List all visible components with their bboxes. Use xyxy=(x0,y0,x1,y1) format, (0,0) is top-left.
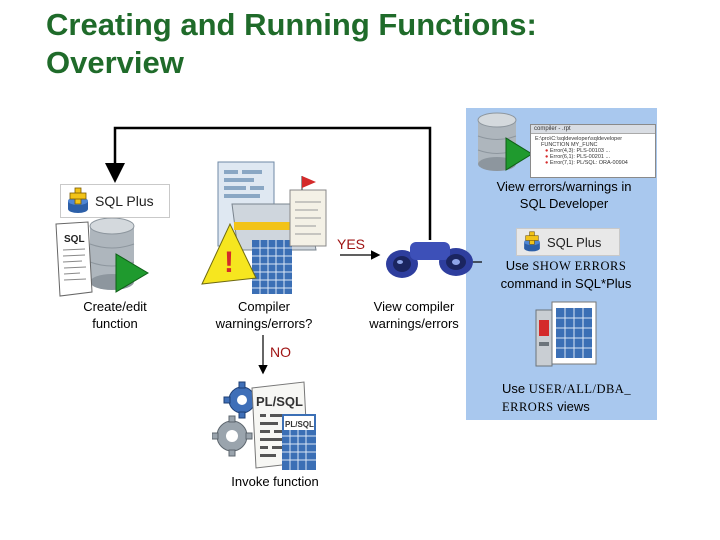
screenshot-title: compiler - .rpt xyxy=(531,125,655,134)
binoculars-icon xyxy=(386,242,473,278)
screenshot-row: FUNCTION MY_FUNC xyxy=(541,142,598,148)
screenshot-row: E:\pro\C:\sqldeveloper\sqldeveloper xyxy=(535,136,623,142)
compile-step-label: Compiler warnings/errors? xyxy=(215,299,313,331)
data-dictionary-views-icon xyxy=(535,301,597,367)
invoke-step-label: Invoke function xyxy=(231,474,319,489)
title-line-1: Creating and Running Functions: xyxy=(46,7,537,42)
sqlplus-badge-panel: SQL Plus xyxy=(516,228,620,256)
show-errors-caption: Use SHOW ERRORS command in SQL*Plus xyxy=(500,258,632,291)
views-caption: Use USER/ALL/DBA_ ERRORS views xyxy=(502,381,632,414)
error-icon: ● xyxy=(545,160,550,166)
play-icon xyxy=(115,253,149,293)
plsql-main-label: PL/SQL xyxy=(256,394,303,409)
no-decision-label: NO xyxy=(270,344,291,360)
sql-script-database-icon: SQL xyxy=(55,218,149,297)
sqlplus-label-left: SQL Plus xyxy=(95,193,154,209)
yes-decision-label: YES xyxy=(337,236,366,252)
page-title: Creating and Running Functions: Overview xyxy=(46,6,686,82)
compiler-warning-icon: ! xyxy=(201,161,327,294)
sql-doc-label: SQL xyxy=(64,234,85,245)
sqlplus-logo-icon xyxy=(68,187,88,213)
screenshot-row: ● Error(7,1): PL/SQL: ORA-00904 xyxy=(545,160,628,166)
title-line-2: Overview xyxy=(46,45,184,80)
error-icon: ● xyxy=(545,148,550,154)
plsql-small-label: PL/SQL xyxy=(285,420,314,429)
views-code-line-1: USER/ALL/DBA_ xyxy=(528,382,632,396)
sqldev-caption: View errors/warnings in SQL Developer xyxy=(496,179,632,211)
loop-back-arrow xyxy=(105,126,432,240)
view-step-label: View compiler warnings/errors xyxy=(369,299,459,331)
sqlplus-label-panel: SQL Plus xyxy=(547,234,602,250)
screenshot-row: ● Error(6,1): PLS-00201 ... xyxy=(545,154,611,160)
error-icon: ● xyxy=(545,154,550,160)
show-errors-code: SHOW ERRORS xyxy=(532,259,627,273)
sqlplus-badge-left: SQL Plus xyxy=(60,184,170,218)
sqldev-screenshot: compiler - .rpt E:\pro\C:\sqldeveloper\s… xyxy=(530,124,656,178)
plsql-gears-icon: PL/SQL PL/SQL xyxy=(212,381,316,470)
sqlplus-logo-icon xyxy=(524,231,540,252)
create-step-label: Create/edit function xyxy=(83,299,147,331)
sqldev-database-icon xyxy=(477,112,533,171)
sqldev-play-icon xyxy=(505,137,533,171)
screenshot-row: ● Error(4,3): PLS-00103 ... xyxy=(545,148,611,154)
views-code-line-2: ERRORS xyxy=(502,400,554,414)
svg-text:!: ! xyxy=(224,246,234,279)
